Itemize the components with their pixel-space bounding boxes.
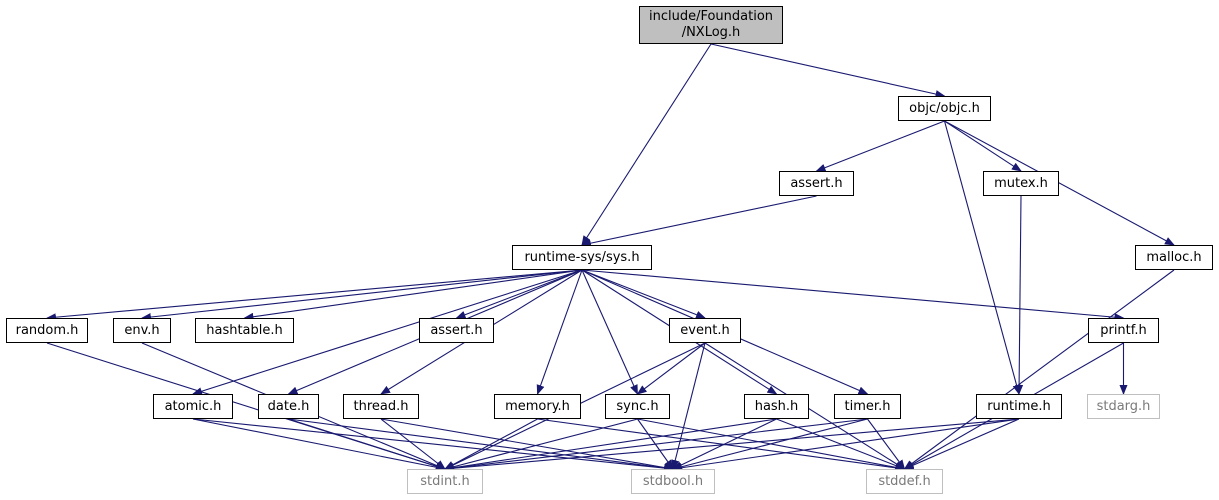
- edge-assert_top-to-sys: [581, 195, 817, 248]
- node-stdint-h: stdint.h: [407, 469, 483, 494]
- edge-sys-to-memory: [536, 269, 583, 395]
- node-runtime-sys-sys-h[interactable]: runtime-sys/sys.h: [512, 245, 652, 270]
- edge-timer-to-stdbool: [672, 418, 868, 471]
- edge-thread-to-stdint: [380, 418, 446, 470]
- node-random-h[interactable]: random.h: [6, 318, 88, 343]
- node-memory-h[interactable]: memory.h: [494, 394, 581, 419]
- edge-sys-to-atomic: [192, 269, 583, 396]
- edge-mutex-to-runtime: [1015, 195, 1024, 395]
- node-sync-h[interactable]: sync.h: [605, 394, 670, 419]
- edge-hash-to-stdint: [444, 418, 777, 472]
- edge-memory-to-stdint: [444, 418, 538, 470]
- node-mutex-h[interactable]: mutex.h: [983, 171, 1059, 196]
- node-env-h[interactable]: env.h: [113, 318, 171, 343]
- edge-runtime-to-stddef: [903, 418, 1020, 470]
- edge-objc-to-mutex: [944, 120, 1022, 172]
- edge-objc-to-runtime: [943, 120, 1021, 395]
- node-malloc-h[interactable]: malloc.h: [1135, 245, 1213, 270]
- edge-objc-to-malloc: [944, 120, 1175, 246]
- node-objc-objc-h[interactable]: objc/objc.h: [898, 96, 991, 121]
- edge-memory-to-stddef: [537, 418, 906, 472]
- node-date-h[interactable]: date.h: [258, 394, 319, 419]
- node-atomic-h[interactable]: atomic.h: [153, 394, 233, 419]
- node-runtime-h[interactable]: runtime.h: [976, 394, 1062, 419]
- edge-root-to-sys: [581, 43, 712, 246]
- edge-sync-to-stdint: [444, 418, 638, 471]
- edge-runtime-to-stdint: [444, 418, 1020, 473]
- node-stdarg-h: stdarg.h: [1087, 394, 1160, 419]
- node-assert-h-sys[interactable]: assert.h: [419, 318, 494, 343]
- edge-timer-to-stdint: [444, 418, 868, 472]
- edge-event-to-stdbool: [671, 342, 706, 470]
- edge-event-to-sync: [636, 342, 706, 395]
- edge-sys-to-sync: [581, 269, 639, 395]
- node-event-h[interactable]: event.h: [669, 318, 741, 343]
- node-stddef-h: stddef.h: [866, 469, 943, 494]
- node-thread-h[interactable]: thread.h: [343, 394, 419, 419]
- edge-objc-to-assert_top: [815, 120, 945, 172]
- edge-atomic-to-stdbool: [192, 418, 674, 473]
- edge-date-to-stdbool: [288, 418, 674, 472]
- root-node-line1: include/Foundation: [648, 9, 774, 24]
- edge-sys-to-printf: [581, 269, 1125, 322]
- edge-sys-to-random: [46, 269, 583, 322]
- root-node-line2: /NXLog.h: [681, 25, 741, 40]
- node-printf-h[interactable]: printf.h: [1088, 318, 1159, 343]
- edge-root-to-objc: [710, 43, 946, 98]
- edge-runtime-to-stdbool: [672, 418, 1020, 472]
- node-assert-h-objc[interactable]: assert.h: [779, 171, 854, 196]
- edge-sys-to-env: [141, 269, 583, 322]
- edge-timer-to-stddef: [867, 418, 906, 470]
- edge-sys-to-event: [581, 269, 706, 319]
- edge-layer: [46, 43, 1175, 473]
- edge-atomic-to-stdint: [192, 418, 446, 472]
- edge-sys-to-hashtable: [243, 269, 583, 321]
- node-hash-h[interactable]: hash.h: [744, 394, 809, 419]
- edge-hash-to-stdbool: [672, 418, 777, 470]
- node-timer-h[interactable]: timer.h: [834, 394, 901, 419]
- node-stdbool-h: stdbool.h: [631, 469, 715, 494]
- edge-malloc-to-stddef: [903, 269, 1175, 470]
- edge-sys-to-assert_mid: [455, 269, 583, 319]
- root-node: include/Foundation /NXLog.h: [639, 6, 783, 44]
- edge-thread-to-stdbool: [380, 418, 674, 472]
- node-hashtable-h[interactable]: hashtable.h: [195, 318, 294, 343]
- edge-date-to-stdint: [288, 418, 446, 471]
